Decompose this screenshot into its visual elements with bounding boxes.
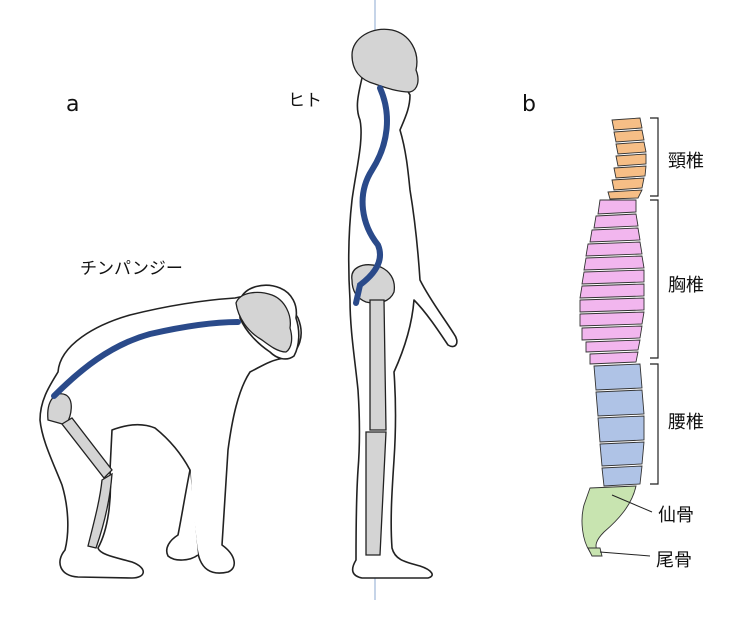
chimpanzee-leg-skeleton [47, 393, 113, 549]
spine-column [579, 117, 647, 557]
coccyx [587, 547, 603, 557]
panel-label-a: a [66, 92, 80, 117]
human-body [347, 77, 458, 579]
region-brackets [650, 117, 659, 485]
lumbar-label: 腰椎 [668, 412, 704, 433]
lumbar-vertebrae [593, 363, 645, 487]
sacrum-label: 仙骨 [658, 505, 694, 526]
chimpanzee-arm [165, 469, 199, 561]
coccyx-leader-line [599, 551, 651, 557]
panel-label-b: b [522, 92, 536, 117]
lumbar-bracket [650, 363, 659, 485]
human-figure [347, 77, 458, 579]
chimpanzee-skull [235, 291, 293, 353]
thoracic-label: 胸椎 [668, 275, 704, 296]
human-leg-skeleton [365, 299, 387, 556]
cervical-label: 頸椎 [668, 151, 704, 172]
thoracic-bracket [650, 199, 659, 359]
chimpanzee-label: チンパンジー [80, 259, 183, 279]
sacrum [581, 485, 637, 553]
cervical-vertebrae [607, 117, 647, 200]
chimpanzee-spine-curve [51, 319, 241, 399]
human-spine-curve [353, 85, 390, 306]
coccyx-label: 尾骨 [656, 550, 692, 571]
human-skull [351, 28, 419, 93]
cervical-bracket [650, 117, 659, 197]
thoracic-vertebrae [579, 199, 645, 365]
sacrum-leader-line [611, 494, 653, 513]
human-label: ヒト [288, 91, 322, 111]
